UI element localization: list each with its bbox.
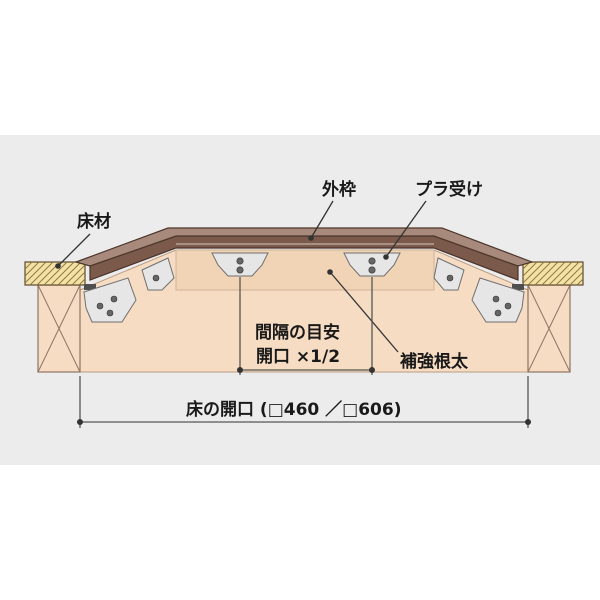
reinforcement-joist-label: 補強根太 — [399, 351, 469, 372]
screw-icon — [368, 266, 376, 274]
plastic-support-left-small — [141, 257, 175, 291]
hatch-line — [555, 261, 580, 286]
support-body — [141, 257, 175, 291]
screw-icon — [368, 257, 376, 265]
screw-icon — [236, 266, 244, 274]
hatch-line — [29, 261, 54, 286]
hatch-line — [57, 261, 82, 286]
left-joist — [37, 284, 81, 373]
screw-icon — [494, 309, 502, 317]
floor-material-label: 床材 — [77, 211, 111, 232]
plastic-support-left-large — [83, 277, 137, 323]
outer-frame-label: 外枠 — [322, 179, 356, 200]
plastic-support-label: プラ受け — [415, 179, 483, 200]
left-joist-cross-b — [37, 284, 81, 373]
right-joist-cross-b — [527, 284, 571, 373]
screw-icon — [446, 274, 454, 282]
left-floor-material — [24, 261, 86, 286]
screw-icon — [152, 274, 160, 282]
outer-frame-top — [74, 227, 534, 267]
hatch-line — [527, 261, 552, 286]
right-joist — [527, 284, 571, 373]
support-body — [83, 277, 137, 323]
hatch-line — [576, 278, 584, 286]
reinforcement-joist-leader-dot — [327, 269, 333, 275]
hatch-line — [562, 264, 584, 286]
floor-material-leader-dot — [55, 263, 61, 269]
floor-material-leader — [57, 233, 91, 267]
hatch-line — [50, 261, 75, 286]
hatch-line — [534, 261, 559, 286]
spacing-label-line2: 開口 ×1/2 — [256, 347, 340, 367]
screw-icon — [236, 257, 244, 265]
plastic-support-back-left — [211, 252, 269, 277]
support-body — [433, 257, 465, 291]
hatch-line — [24, 261, 33, 270]
hatch-line — [548, 261, 573, 286]
plastic-support-right-small — [433, 257, 465, 291]
left-frame-clip — [84, 284, 96, 290]
outer-frame-leader-dot — [308, 235, 314, 241]
reinforcement-joist-leader — [329, 271, 399, 353]
screw-icon — [504, 302, 512, 310]
screw-icon — [492, 295, 500, 303]
hatch-line — [43, 261, 68, 286]
right-floor-material — [522, 261, 584, 286]
opening-size-label: 床の開口 (□460 ／□606) — [186, 399, 401, 420]
hatch-line — [24, 261, 47, 284]
hatch-line — [24, 261, 40, 277]
plastic-support-leader-dot — [383, 254, 389, 260]
hatch-line — [71, 271, 86, 286]
outer-frame — [74, 227, 534, 290]
hatch-line — [569, 271, 584, 286]
plastic-support-leader — [385, 200, 427, 258]
screw-icon — [106, 309, 114, 317]
hatch-line — [78, 278, 86, 286]
outer-frame-leader — [310, 200, 334, 239]
opening-dim-dot-right — [525, 419, 531, 425]
spacing-dim-dot-right — [369, 367, 375, 373]
right-frame-clip — [512, 284, 524, 290]
screw-icon — [110, 295, 118, 303]
right-floor-hatch — [522, 261, 584, 286]
hatch-line — [541, 261, 566, 286]
opening-dim-dot-left — [77, 419, 83, 425]
screw-icon — [96, 302, 104, 310]
hatch-line — [64, 264, 86, 286]
hatch-line — [522, 261, 545, 284]
spacing-label-line1: 間隔の目安 — [255, 322, 340, 343]
hatch-line — [522, 261, 538, 277]
plastic-support-right-large — [471, 277, 525, 323]
spacing-dim-dot-left — [237, 367, 243, 373]
